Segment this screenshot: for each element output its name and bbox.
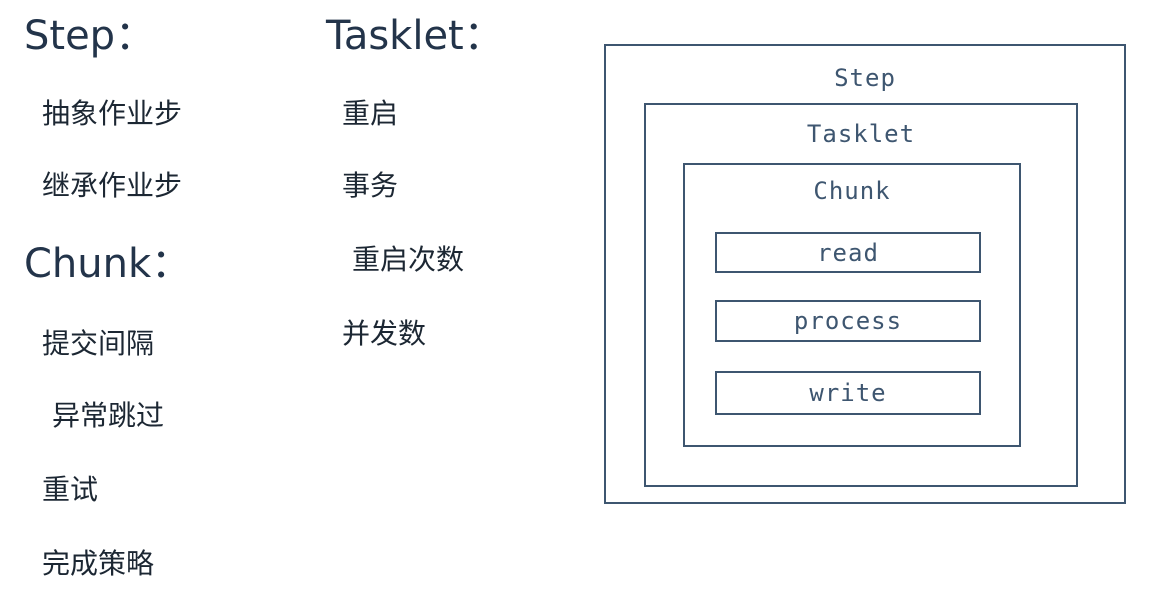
tasklet-item-concurrency: 并发数 xyxy=(342,317,427,350)
tasklet-box: Tasklet xyxy=(644,103,1078,487)
process-box: process xyxy=(715,300,981,342)
step-item-abstract: 抽象作业步 xyxy=(42,97,183,130)
step-box-label: Step xyxy=(834,64,896,92)
chunk-box: Chunk xyxy=(683,163,1021,447)
read-label: read xyxy=(817,238,879,267)
chunk-box-label: Chunk xyxy=(813,177,891,205)
tasklet-item-restart: 重启 xyxy=(342,97,399,130)
chunk-item-retry: 重试 xyxy=(42,473,99,506)
write-label: write xyxy=(809,379,887,407)
write-box: write xyxy=(715,371,981,415)
tasklet-heading: Tasklet： xyxy=(326,13,504,59)
read-box: read xyxy=(715,232,981,273)
tasklet-item-transaction: 事务 xyxy=(342,169,399,202)
step-heading: Step： xyxy=(24,13,156,59)
chunk-heading: Chunk： xyxy=(24,241,192,287)
tasklet-item-restart-count: 重启次数 xyxy=(352,243,465,276)
chunk-item-commit-interval: 提交间隔 xyxy=(42,327,155,360)
tasklet-box-label: Tasklet xyxy=(806,120,916,148)
chunk-item-completion-policy: 完成策略 xyxy=(42,547,155,580)
chunk-item-skip: 异常跳过 xyxy=(52,399,165,432)
step-box: Step xyxy=(604,44,1126,504)
step-item-inherit: 继承作业步 xyxy=(42,169,183,202)
process-label: process xyxy=(793,307,903,335)
